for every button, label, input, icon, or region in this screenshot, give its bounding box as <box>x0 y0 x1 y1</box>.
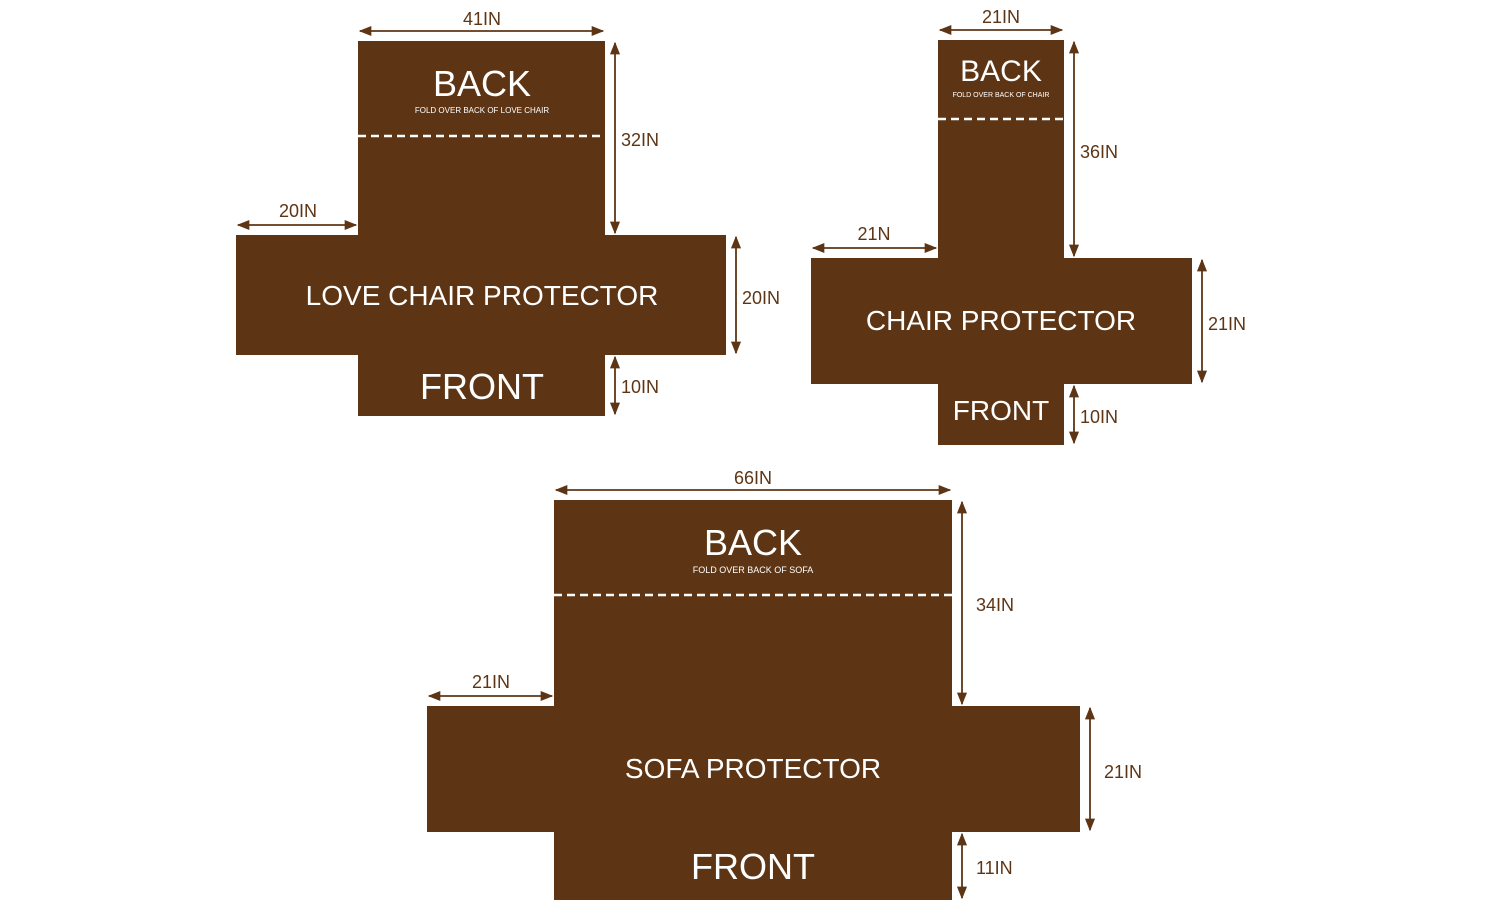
love-chair-back-note: FOLD OVER BACK OF LOVE CHAIR <box>415 106 549 115</box>
sofa-seat-height-label: 21IN <box>1104 762 1142 782</box>
sofa-arm-width-label: 21IN <box>472 672 510 692</box>
sofa-front-label: FRONT <box>691 846 815 887</box>
love-chair-arm-width-label: 20IN <box>279 201 317 221</box>
love-chair-width-label: 41IN <box>463 9 501 29</box>
chair-front-label: FRONT <box>953 395 1049 426</box>
love-chair-seat-height-label: 20IN <box>742 288 780 308</box>
love-chair-protector: BACK FOLD OVER BACK OF LOVE CHAIR LOVE C… <box>236 9 780 416</box>
sofa-title: SOFA PROTECTOR <box>625 753 881 784</box>
chair-back-height-label: 36IN <box>1080 142 1118 162</box>
love-chair-back-label: BACK <box>433 63 531 104</box>
chair-width-label: 21IN <box>982 7 1020 27</box>
love-chair-front-label: FRONT <box>420 366 544 407</box>
sofa-fabric-shape <box>427 500 1080 900</box>
chair-fabric-shape <box>811 40 1192 445</box>
sofa-back-note: FOLD OVER BACK OF SOFA <box>693 565 814 575</box>
chair-front-height-label: 10IN <box>1080 407 1118 427</box>
chair-seat-height-label: 21IN <box>1208 314 1246 334</box>
sofa-front-height-label: 11IN <box>976 858 1013 878</box>
chair-title: CHAIR PROTECTOR <box>866 305 1136 336</box>
love-chair-back-height-label: 32IN <box>621 130 659 150</box>
sofa-protector: BACK FOLD OVER BACK OF SOFA SOFA PROTECT… <box>427 468 1142 900</box>
chair-arm-width-label: 21N <box>857 224 890 244</box>
sofa-width-label: 66IN <box>734 468 772 488</box>
sofa-back-label: BACK <box>704 522 802 563</box>
love-chair-front-height-label: 10IN <box>621 377 659 397</box>
chair-back-label: BACK <box>960 55 1042 88</box>
chair-protector: BACK FOLD OVER BACK OF CHAIR CHAIR PROTE… <box>811 7 1246 445</box>
sofa-back-height-label: 34IN <box>976 595 1014 615</box>
chair-back-note: FOLD OVER BACK OF CHAIR <box>953 92 1050 99</box>
love-chair-title: LOVE CHAIR PROTECTOR <box>306 280 659 311</box>
